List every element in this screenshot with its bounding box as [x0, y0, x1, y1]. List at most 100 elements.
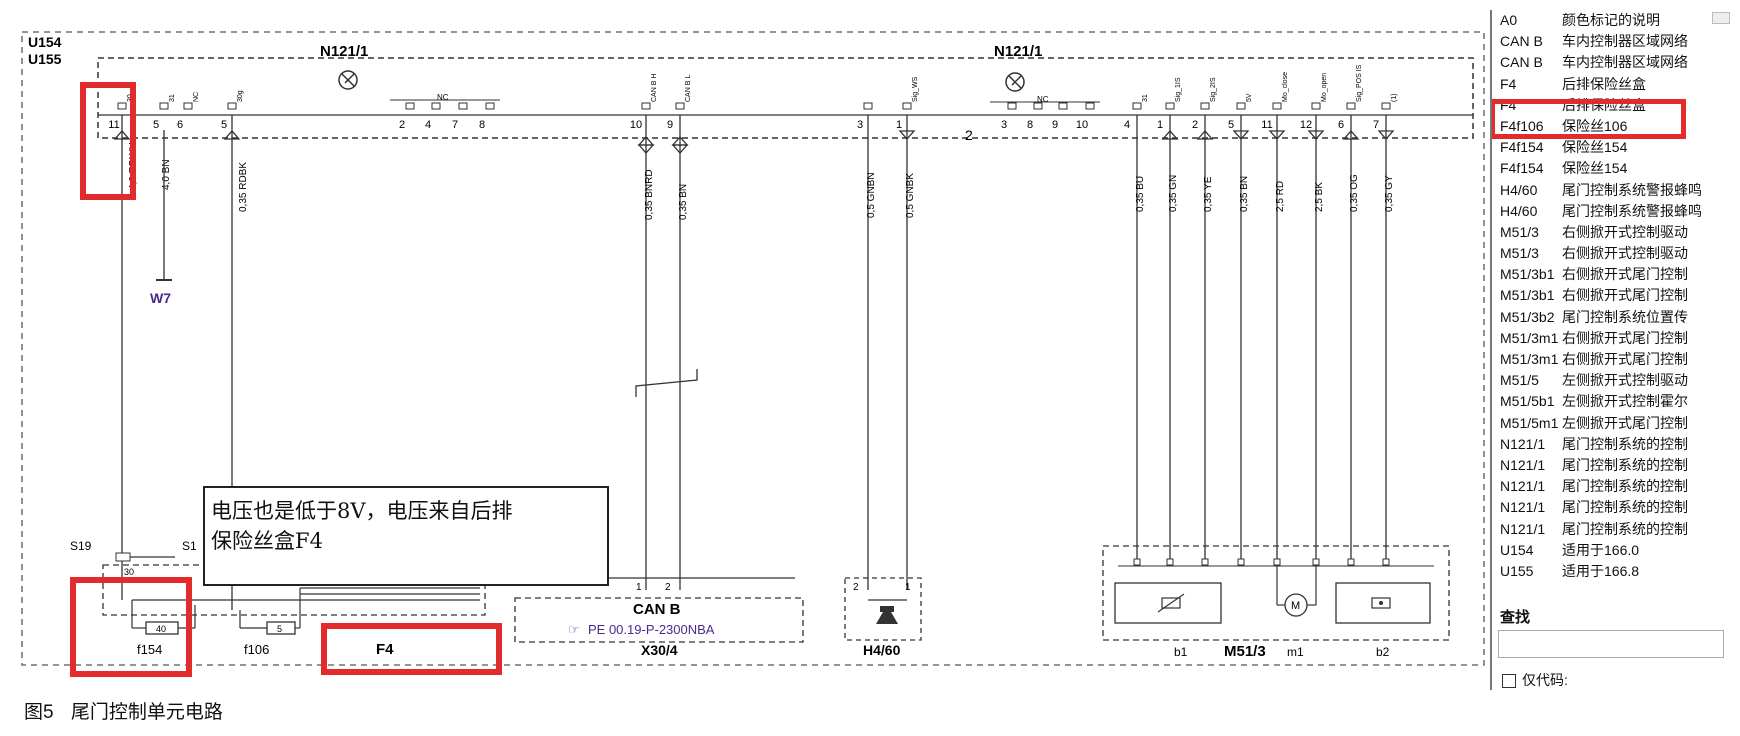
legend-desc: 尾门控制系统的控制	[1562, 435, 1688, 452]
module-label-left: N121/1	[320, 43, 368, 60]
wire-h460-label: 0,5 GNBN	[866, 172, 877, 218]
legend-desc: 保险丝154	[1562, 160, 1628, 177]
pin-mark	[1132, 102, 1142, 110]
fuse-f154-rating: 40	[156, 624, 166, 634]
can-connector-ref-icon: ☞	[568, 622, 580, 637]
legend-desc: 保险丝154	[1562, 139, 1628, 156]
scroll-up-button[interactable]	[1712, 12, 1730, 24]
pin-signal: 31	[169, 94, 176, 102]
motor-symbol: M	[1291, 600, 1300, 612]
pin-number: 5	[153, 119, 159, 131]
pin-mark	[1200, 102, 1210, 110]
h460-label: H4/60	[863, 642, 901, 658]
h460-pin-1: 2	[853, 582, 859, 593]
callout-line-2: 保险丝盒F4	[211, 529, 323, 553]
pin-number: 6	[177, 119, 183, 131]
pin-signal: CAN B H	[651, 74, 658, 102]
splice-label-1: S19	[70, 539, 92, 553]
legend-code: M51/3m1	[1500, 329, 1559, 346]
pin-signal: 5V	[1246, 93, 1253, 102]
pin-signal: Sig_WS	[912, 76, 919, 102]
wiring-diagram: U154 U155 N121/1 N121/1 2 NC NC 11305316…	[21, 31, 1485, 677]
can-wire-break	[635, 369, 698, 397]
fuse-f106-icon: 5	[239, 588, 301, 635]
wire-m513-label: 0,35 BU	[1135, 176, 1146, 212]
legend-item[interactable]: F4f154 保险丝154	[1492, 158, 1732, 179]
wire-m513-arrow-icon	[1307, 130, 1325, 140]
wire-m513-label: 0,35 YE	[1203, 176, 1214, 212]
legend-item[interactable]: CAN B 车内控制器区域网络	[1492, 52, 1732, 73]
search-input[interactable]	[1498, 630, 1724, 658]
pin-signal: CAN B L	[685, 75, 692, 102]
m513-b2-box	[1335, 582, 1431, 624]
fuse-f106-rating: 5	[277, 624, 282, 634]
m513-pin-mark	[1312, 558, 1320, 566]
pin-mark	[1236, 102, 1246, 110]
legend-code: CAN B	[1500, 54, 1543, 71]
module-symbol-left-icon	[338, 70, 358, 90]
figure-caption: 图5 尾门控制单元电路	[24, 697, 223, 724]
wire-can-label: 0,35 BNRD	[644, 169, 655, 220]
pin-number: 4	[1124, 119, 1130, 131]
legend-code: M51/5	[1500, 372, 1539, 389]
figure-number: 图5	[24, 702, 54, 723]
highlight-fuse-box-f4	[321, 623, 502, 675]
m513-pin-mark	[1347, 558, 1355, 566]
legend-item[interactable]: N121/1 尾门控制系统的控制	[1492, 434, 1732, 455]
outer-frame	[21, 31, 1485, 666]
pin-mark	[641, 102, 651, 110]
legend-code: M51/3	[1500, 245, 1539, 262]
callout-line-1: 电压也是低于8V，电压来自后排	[211, 499, 513, 523]
nc-pin-number: 7	[452, 119, 458, 131]
connector-2-label: 2	[965, 127, 973, 143]
legend-desc: 车内控制器区域网络	[1562, 54, 1688, 71]
fuse-f154-icon: 40	[131, 600, 196, 635]
legend-desc: 后排保险丝盒	[1562, 75, 1646, 92]
wire-m513-arrow-icon	[1268, 130, 1286, 140]
wire-m513-label: 2,5 RD	[1275, 181, 1286, 212]
legend-item[interactable]: M51/3b1 右侧掀开式尾门控制	[1492, 264, 1732, 285]
nc-pin-mark	[1007, 102, 1017, 110]
pin-mark	[1346, 102, 1356, 110]
pin-number: 12	[1300, 119, 1312, 131]
legend-code: N121/1	[1500, 520, 1546, 537]
wire-30-arrow-icon	[113, 130, 131, 140]
nc-pin-mark	[1058, 102, 1068, 110]
pin-mark	[675, 102, 685, 110]
nc-pin-number: 8	[479, 119, 485, 131]
annotation-callout: 电压也是低于8V，电压来自后排 保险丝盒F4	[203, 486, 609, 586]
pin-signal: Sig_POS IS	[1356, 64, 1363, 102]
code-only-checkbox[interactable]	[1502, 674, 1516, 688]
legend-desc: 右侧掀开式尾门控制	[1562, 266, 1688, 283]
legend-code: H4/60	[1500, 181, 1538, 198]
legend-code: F4f154	[1500, 160, 1544, 177]
pin-signal: Mo_close	[1282, 72, 1289, 102]
legend-code: M51/3b1	[1500, 266, 1555, 283]
nc-pin-mark	[485, 102, 495, 110]
legend-desc: 右侧掀开式尾门控制	[1562, 329, 1688, 346]
legend-code: N121/1	[1500, 435, 1546, 452]
